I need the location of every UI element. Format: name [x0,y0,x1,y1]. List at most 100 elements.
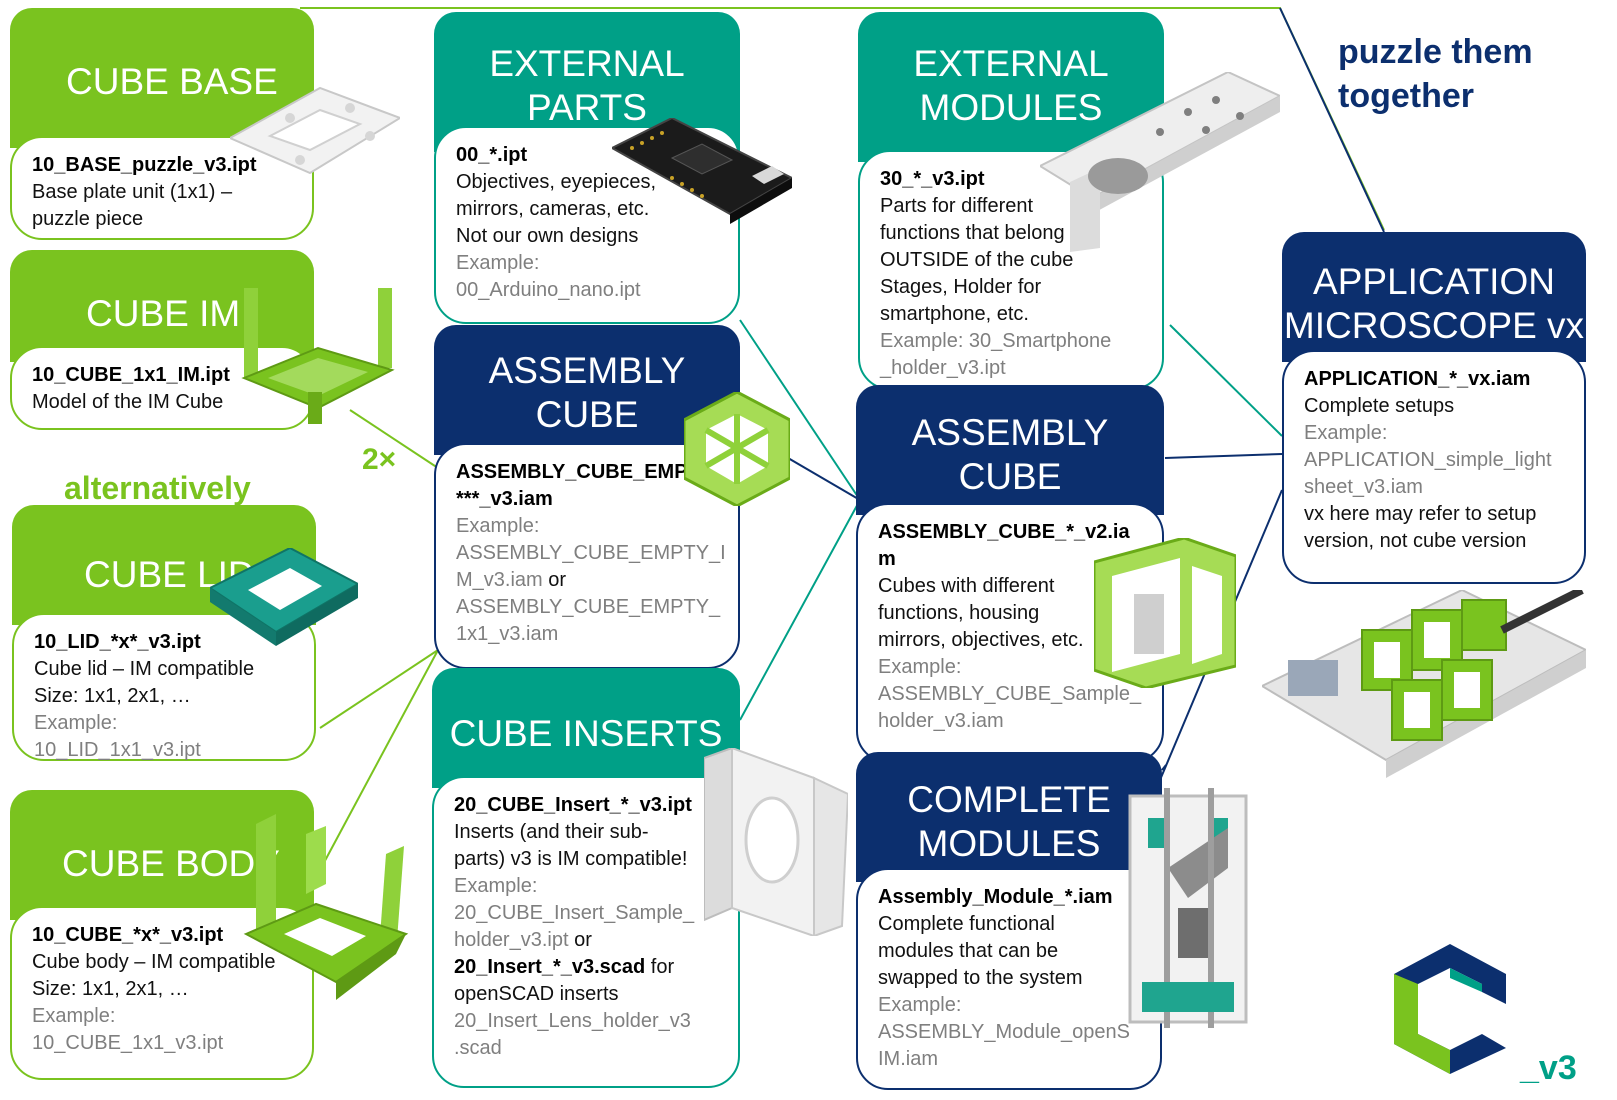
card-line: Example: [878,656,962,678]
card-line: 20_CUBE_Insert_*_v3.ipt [454,794,692,816]
card-line: 30_*_v3.ipt [880,168,985,190]
card-title: ASSEMBLY CUBE INSERT [856,385,1164,541]
connector-parts-to-insert [739,319,861,501]
card-line: parts) v3 is IM compatible! [454,848,688,870]
connector-complete-to-insert [1161,764,1167,771]
card-line: OUTSIDE of the cube [880,249,1074,271]
card-line: 00_Arduino_nano.ipt [456,279,641,301]
card-line: Example: [454,875,538,897]
connector-im-to-empty [349,409,439,469]
card-line: functions that belong [880,222,1065,244]
card-line: Assembly_Module_*.iam [878,886,1113,908]
card-line: ***_v3.iam [456,488,553,510]
card-line: sheet_v3.iam [1304,476,1423,498]
card-line: version, not cube version [1304,530,1527,552]
card-line-text: M_v3.iam [456,569,543,591]
microscope-setup-render-icon [1262,590,1586,778]
card-line: vx here may refer to setup [1304,503,1537,525]
connector-modules-to-app [1169,324,1283,437]
arduino-nano-render-icon [612,118,792,224]
connector-lid-to-empty [319,649,439,729]
card-line: ASSEMBLY_CUBE_*_v2.ia [878,521,1130,543]
card-line: Inserts (and their sub- [454,821,649,843]
alternatively-label: alternatively [64,470,251,506]
card-line: .scad [454,1037,502,1059]
card-title: EXTERNAL MODULES [858,12,1164,162]
card-line: 20_CUBE_Insert_Sample_ [454,902,695,924]
cube-insert-render-icon [1094,538,1236,688]
card-line: ASSEMBLY_CUBE_Sample_ [878,683,1142,705]
card-line: Example: [1304,422,1388,444]
card-title: CUBE INSERTS [432,668,740,788]
card-line: Base plate unit (1x1) – [32,181,233,203]
card-line: functions, housing [878,602,1040,624]
card-line: mirrors, cameras, etc. [456,198,650,220]
card-line: 10_CUBE_1x1_IM.ipt [32,364,230,386]
card-line: Cube lid – IM compatible [34,658,255,680]
two-x-label: 2× [362,443,397,476]
uc2-logo-icon [1394,944,1506,1074]
card-line: openSCAD inserts [454,983,619,1005]
card-line: 10_LID_*x*_v3.ipt [34,631,201,653]
card-line: APPLICATION_*_vx.iam [1304,368,1531,390]
card-line: mirrors, objectives, etc. [878,629,1084,651]
logo-version-label: _v3 [1520,1049,1577,1087]
card-line: Model of the IM Cube [32,391,224,413]
lid-render-icon [210,548,358,646]
card-line: Example: [456,252,540,274]
puzzle-them-together-label: puzzle them together [1338,33,1533,115]
base-plate-render-icon [230,86,400,175]
cube-body-render-icon [243,814,409,1000]
card-line: 00_*.ipt [456,144,528,166]
card-line: 20_Insert_Lens_holder_v3 [454,1010,691,1032]
card-assembly-cube-insert: ASSEMBLY CUBE INSERT ASSEMBLY_CUBE_*_v2.… [856,385,1164,763]
card-line: Cube body – IM compatible [32,951,276,973]
card-line: Complete setups [1304,395,1455,417]
card-line: _holder_v3.ipt [880,357,1006,379]
card-line-text: holder_v3.ipt [454,929,569,951]
card-line: Parts for different [880,195,1034,217]
card-title: CUBE BODY [10,790,314,920]
card-application-microscope: APPLICATION MICROSCOPE vx APPLICATION_*_… [1282,232,1586,584]
card-line: holder_v3.ipt or [454,927,720,954]
card-line-tail: or [542,569,567,591]
card-line: Example: [32,1005,116,1027]
card-title: APPLICATION MICROSCOPE vx [1282,232,1586,362]
card-line: APPLICATION_simple_light [1304,449,1552,471]
card-line: 10_CUBE_1x1_v3.ipt [32,1032,224,1054]
card-line: Cubes with different [878,575,1055,597]
card-line: ASSEMBLY_CUBE_EMPTY_ [456,596,721,618]
card-line: 10_CUBE_*x*_v3.ipt [32,924,224,946]
card-line: ASSEMBLY_Module_openS [878,1021,1131,1043]
card-line-tail: for [645,956,675,978]
card-line: IM.iam [878,1048,938,1070]
card-line: 20_Insert_*_v3.scad for [454,954,720,981]
card-line: Not our own designs [456,225,639,247]
card-line: ASSEMBLY_CUBE_EMPTY_ [456,461,725,483]
card-line: Example: [878,994,962,1016]
card-line: Example: 30_Smartphone [880,330,1112,352]
im-cube-render-icon [241,288,395,424]
connector-body-to-empty [319,649,439,871]
card-line: ASSEMBLY_CUBE_EMPTY_I [456,542,726,564]
card-line: Complete functional [878,913,1055,935]
connector-inserts-to-insert [739,499,861,721]
card-line: modules that can be [878,940,1059,962]
card-line: smartphone, etc. [880,303,1029,325]
card-title: CUBE IM [10,250,314,362]
card-line: 1x1_v3.iam [456,623,559,645]
card-line: swapped to the system [878,967,1083,989]
card-line: Size: 1x1, 2x1, … [34,685,191,707]
